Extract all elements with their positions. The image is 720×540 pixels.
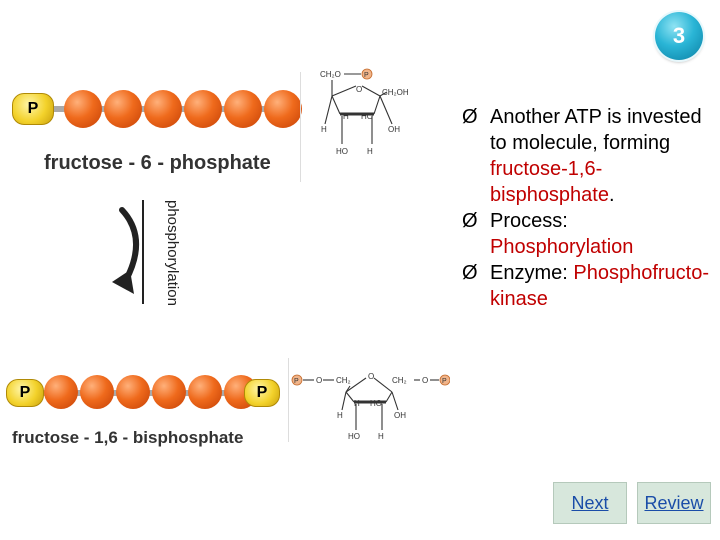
formula-h-left: H: [321, 125, 327, 134]
phosphate-label: P: [27, 100, 39, 117]
highlight-text: fructose-1,6-bisphosphate: [490, 158, 609, 206]
next-button[interactable]: Next: [553, 482, 627, 524]
top-molecule-name: fructose - 6 - phosphate: [44, 152, 271, 174]
bullet-text: Enzyme: Phosphofructo-kinase: [490, 262, 709, 310]
fructose-6-phosphate-structure: CH₂O P CH₂OH O H H HO OH HO H: [320, 68, 409, 156]
formula-o-left: O: [316, 376, 322, 385]
bullet-item: Ø Enzyme: Phosphofructo-kinase: [462, 260, 712, 312]
formula-ho-bottom: HO: [348, 432, 360, 441]
step-number-badge: 3: [655, 12, 703, 60]
divider: [288, 358, 289, 442]
bullet-text: Another ATP is invested to molecule, for…: [490, 106, 702, 206]
formula-p-right: P: [442, 378, 447, 385]
formula-h-bottom: H: [367, 147, 373, 156]
bullet-list: Ø Another ATP is invested to molecule, f…: [462, 104, 712, 312]
formula-ch2-left: CH₂: [336, 376, 351, 385]
formula-h-left: H: [337, 411, 343, 420]
carbon-bead: [152, 375, 186, 409]
formula-ch2oh: CH₂OH: [382, 88, 409, 97]
formula-ho-bottom: HO: [336, 147, 348, 156]
bottom-molecule-name: fructose - 1,6 - bisphosphate: [12, 428, 244, 447]
top-carbon-chain: [64, 90, 302, 128]
formula-ring-o: O: [356, 85, 362, 94]
divider: [300, 72, 301, 182]
review-button[interactable]: Review: [637, 482, 711, 524]
bottom-phosphate-cap-left: P: [6, 379, 44, 407]
formula-h-inner: H: [343, 112, 349, 121]
fructose-1-6-bisphosphate-structure: P O CH₂ O CH₂ O P H H HO OH HO H: [291, 372, 450, 441]
carbon-bead: [64, 90, 102, 128]
bullet-item: Ø Another ATP is invested to molecule, f…: [462, 104, 712, 208]
phosphate-label: P: [19, 384, 31, 401]
bullet-item: Ø Process: Phosphorylation: [462, 208, 712, 260]
formula-ch2-right: CH₂: [392, 376, 407, 385]
carbon-bead: [264, 90, 302, 128]
phosphorylation-arrow: [112, 200, 144, 304]
formula-p-left: P: [294, 378, 299, 385]
carbon-bead: [184, 90, 222, 128]
carbon-bead: [224, 90, 262, 128]
formula-h-bottom: H: [378, 432, 384, 441]
bullet-arrow-icon: Ø: [462, 210, 478, 232]
bottom-carbon-chain: [44, 375, 258, 409]
highlight-text: Phosphofructo-kinase: [490, 262, 709, 310]
phosphorylation-label: phosphorylation: [164, 200, 181, 306]
phosphate-label: P: [256, 384, 268, 401]
highlight-text: Phosphorylation: [490, 236, 634, 258]
carbon-bead: [116, 375, 150, 409]
top-phosphate-cap: P: [12, 93, 54, 125]
bullet-arrow-icon: Ø: [462, 262, 478, 284]
carbon-bead: [104, 90, 142, 128]
formula-p: P: [364, 72, 369, 79]
formula-ring-o: O: [368, 372, 374, 381]
bullet-arrow-icon: Ø: [462, 106, 478, 128]
formula-ch2o: CH₂O: [320, 70, 341, 79]
carbon-bead: [144, 90, 182, 128]
bullet-text: Process: Phosphorylation: [490, 210, 634, 258]
formula-o-right: O: [422, 376, 428, 385]
carbon-bead: [44, 375, 78, 409]
formula-oh-right: OH: [394, 411, 406, 420]
bottom-phosphate-cap-right: P: [244, 379, 280, 407]
carbon-bead: [188, 375, 222, 409]
carbon-bead: [80, 375, 114, 409]
formula-oh-right: OH: [388, 125, 400, 134]
formula-ho-inner: HO: [361, 112, 373, 121]
